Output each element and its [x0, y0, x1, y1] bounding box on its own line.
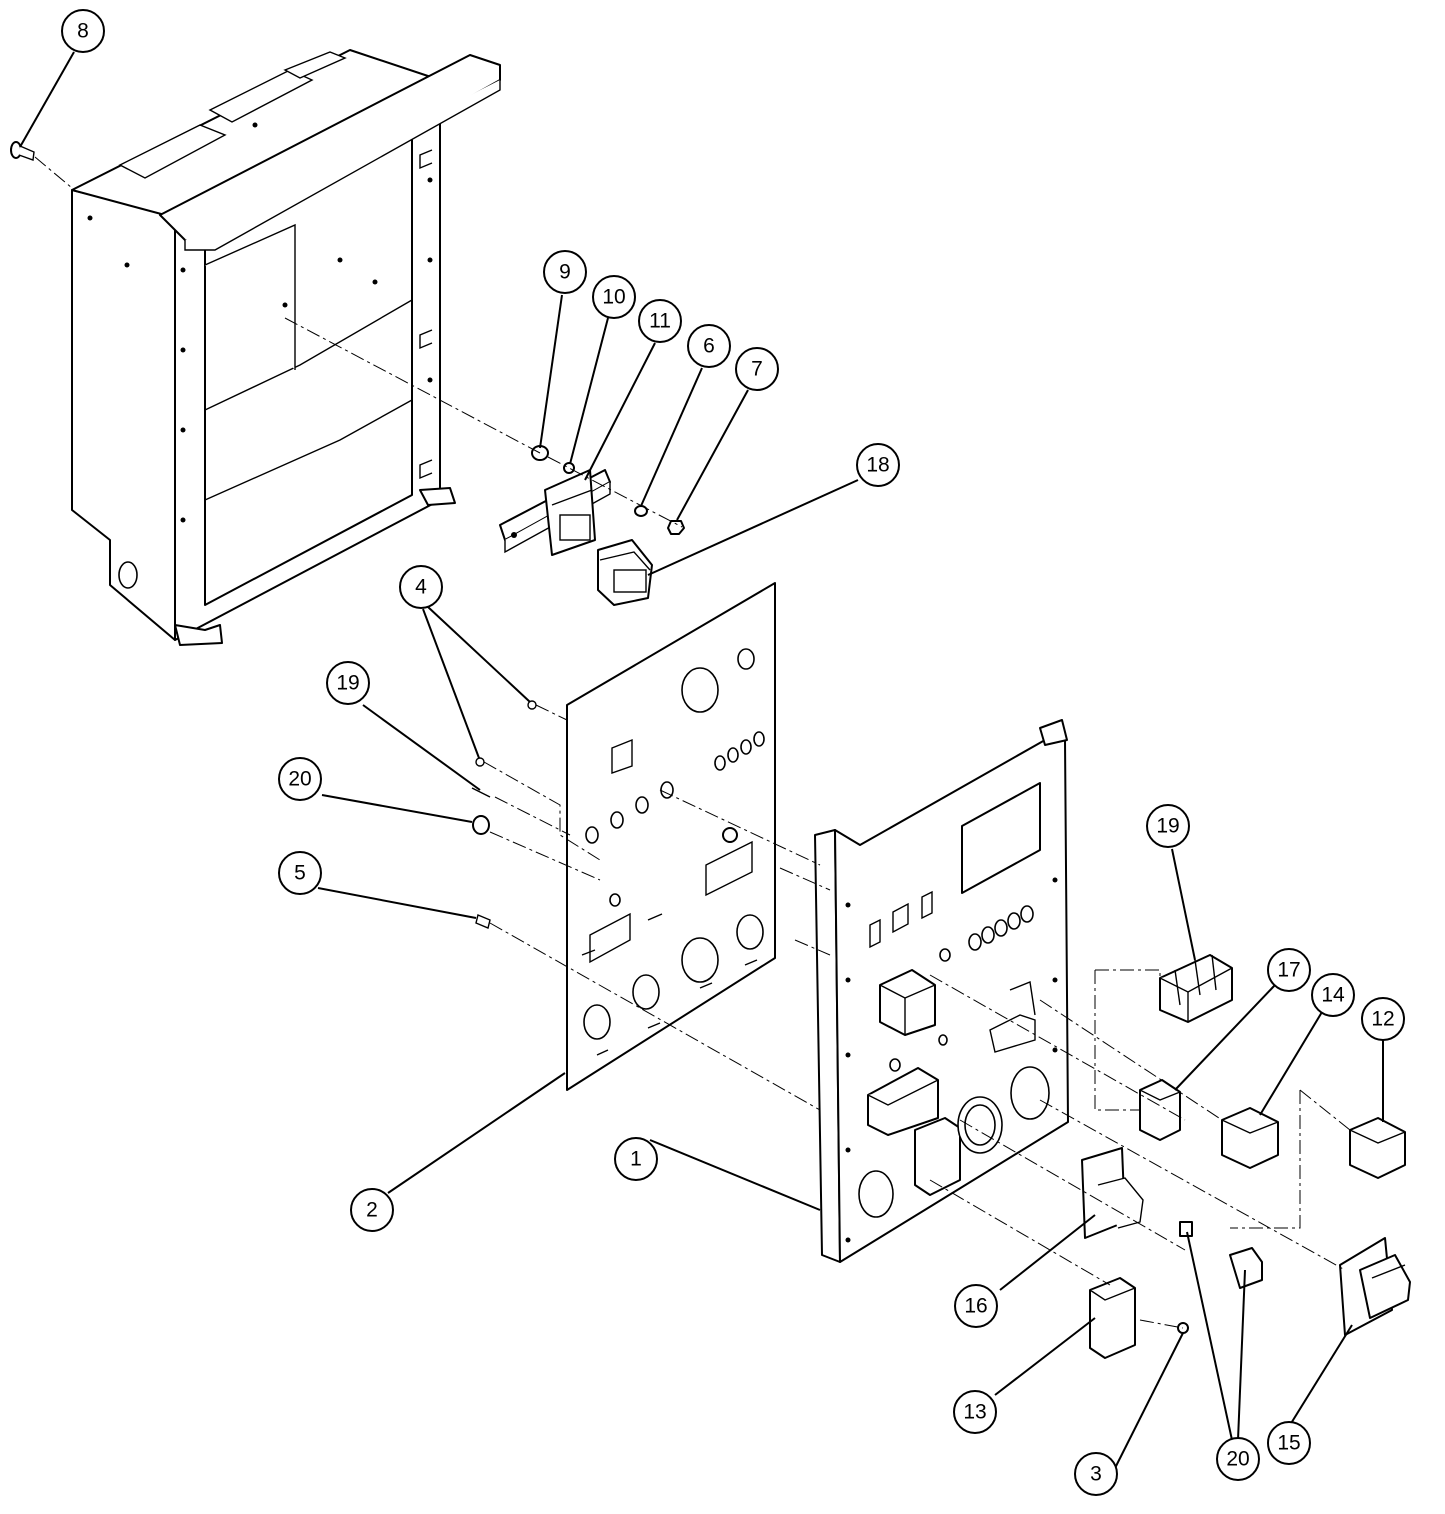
main-backplate-1 — [814, 719, 1069, 1263]
callout-9: 9 — [543, 250, 587, 294]
breaker-13 — [1089, 1277, 1136, 1359]
svg-text:13: 13 — [963, 1401, 986, 1424]
back-panel-2 — [566, 582, 776, 1091]
contactor-18 — [597, 539, 653, 606]
svg-text:7: 7 — [751, 358, 763, 381]
enclosure-box — [71, 49, 501, 646]
svg-text:20: 20 — [1226, 1448, 1249, 1471]
svg-text:8: 8 — [77, 20, 89, 43]
relay-14 — [1221, 1107, 1279, 1169]
svg-text:4: 4 — [415, 576, 427, 599]
svg-text:19: 19 — [336, 672, 359, 695]
svg-text:20: 20 — [288, 768, 311, 791]
svg-text:3: 3 — [1090, 1463, 1102, 1486]
fasteners-left — [471, 700, 537, 929]
svg-text:2: 2 — [366, 1199, 378, 1222]
svg-text:18: 18 — [866, 454, 889, 477]
callout-3: 3 — [1074, 1452, 1118, 1496]
svg-text:19: 19 — [1156, 815, 1179, 838]
callout-1: 1 — [614, 1137, 658, 1181]
assembly-lines — [34, 156, 1351, 1329]
svg-text:12: 12 — [1371, 1008, 1394, 1031]
svg-text:14: 14 — [1321, 984, 1345, 1007]
callout-8: 8 — [61, 9, 105, 53]
svg-text:1: 1 — [630, 1148, 642, 1171]
callout-4: 4 — [399, 565, 443, 609]
hardware-washers — [531, 445, 685, 535]
callout-20-right: 20 — [1216, 1437, 1260, 1481]
relay-19 — [1159, 954, 1233, 1023]
svg-text:5: 5 — [294, 862, 306, 885]
callout-19-right: 19 — [1146, 804, 1190, 848]
svg-text:9: 9 — [559, 261, 571, 284]
svg-text:17: 17 — [1277, 959, 1300, 982]
component-20 — [1179, 1221, 1263, 1289]
svg-text:10: 10 — [602, 286, 625, 309]
svg-text:11: 11 — [649, 310, 671, 333]
svg-text:15: 15 — [1277, 1432, 1300, 1455]
callout-13: 13 — [953, 1390, 997, 1434]
callout-19-left: 19 — [326, 661, 370, 705]
callout-17: 17 — [1267, 948, 1311, 992]
leader-lines — [19, 51, 1384, 1489]
relay-12 — [1349, 1117, 1406, 1179]
callout-5: 5 — [278, 851, 322, 895]
switch-16 — [1081, 1147, 1144, 1239]
callout-16: 16 — [954, 1284, 998, 1328]
callout-7: 7 — [735, 347, 779, 391]
callout-18: 18 — [856, 443, 900, 487]
din-rail-contactor — [499, 469, 611, 556]
callout-2: 2 — [350, 1188, 394, 1232]
terminal-block-15 — [1339, 1237, 1411, 1336]
callout-12: 12 — [1361, 997, 1405, 1041]
component-17 — [1139, 1079, 1181, 1141]
callout-14: 14 — [1311, 973, 1355, 1017]
callout-11: 11 — [638, 299, 682, 343]
callout-15: 15 — [1267, 1421, 1311, 1465]
callout-20-left: 20 — [278, 757, 322, 801]
svg-text:6: 6 — [703, 335, 715, 358]
callout-10: 10 — [592, 275, 636, 319]
svg-text:16: 16 — [964, 1295, 987, 1318]
screw-8 — [10, 141, 35, 161]
callout-6: 6 — [687, 324, 731, 368]
